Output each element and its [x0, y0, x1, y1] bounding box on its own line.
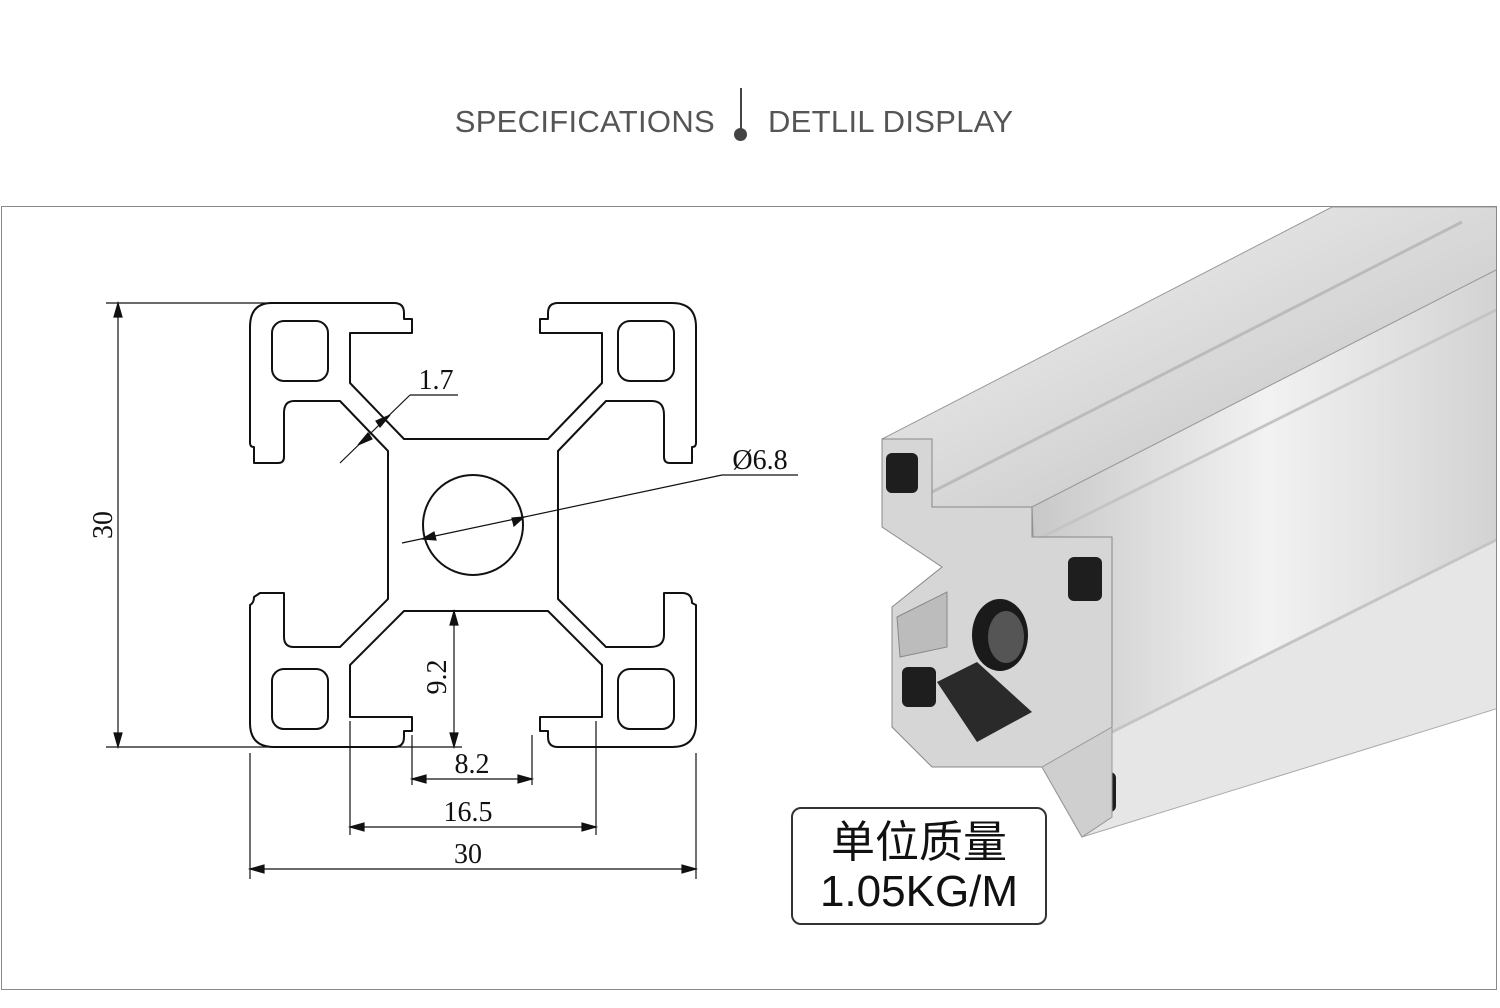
dim-wall-label: 1.7	[419, 365, 454, 396]
header-divider-line	[740, 88, 742, 134]
section-header: SPECIFICATIONS DETLIL DISPLAY	[0, 80, 1500, 150]
specifications-heading: SPECIFICATIONS	[454, 104, 715, 139]
cavity-bottom-left	[271, 668, 329, 730]
dim-bore-label: Ø6.8	[732, 445, 787, 476]
unit-weight-box: 单位质量 1.05KG/M	[791, 807, 1047, 925]
dim-depth-label: 9.2	[422, 660, 453, 695]
unit-weight-label: 单位质量	[831, 817, 1007, 868]
profile-technical-drawing: 30 30 16.5 8.2 9.2 1.7 Ø6.8	[88, 300, 798, 879]
unit-weight-value: 1.05KG/M	[819, 867, 1019, 916]
dim-slot-label: 8.2	[455, 749, 490, 780]
detail-display-heading: DETLIL DISPLAY	[768, 104, 1014, 139]
dim-inner-label: 16.5	[444, 797, 493, 828]
profile-outline	[249, 302, 697, 748]
center-bore	[422, 474, 524, 576]
dim-width-label: 30	[454, 839, 482, 870]
product-panel: 30 30 16.5 8.2 9.2 1.7 Ø6.8	[1, 206, 1497, 990]
cavity-bottom-right	[617, 668, 675, 730]
cavity-top-left	[271, 320, 329, 382]
header-divider-dot	[734, 128, 747, 141]
profile-product-image	[881, 207, 1496, 838]
dim-height-label: 30	[88, 511, 119, 539]
cavity-top-right	[617, 320, 675, 382]
